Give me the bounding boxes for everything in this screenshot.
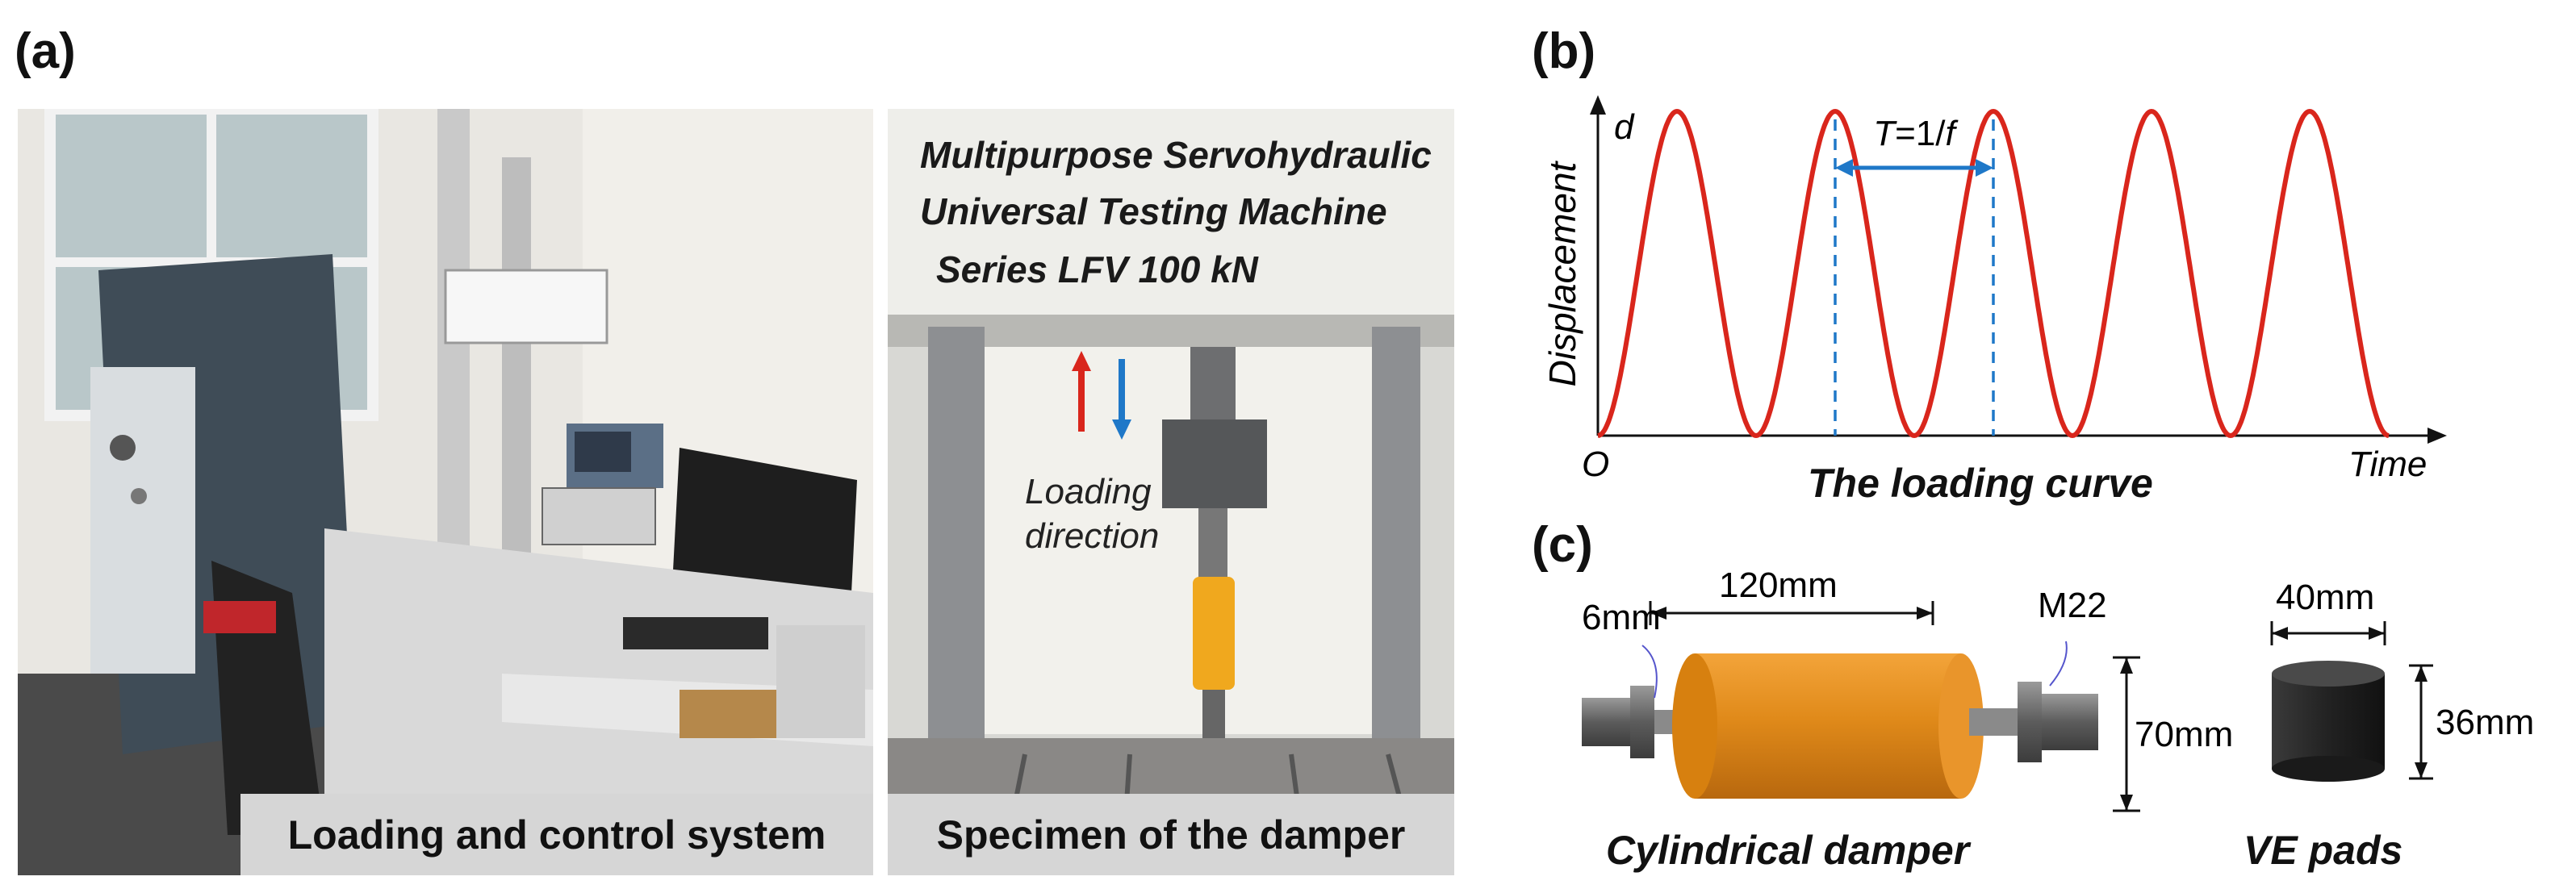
right-bolt-icon bbox=[1969, 682, 2098, 762]
period-annotation: T=1/f bbox=[1873, 114, 1959, 153]
displacement-curve bbox=[1597, 108, 2390, 439]
pad-height-label: 36mm bbox=[2436, 703, 2534, 742]
x-axis-arrowhead bbox=[2428, 428, 2447, 444]
loading-direction-line-1: Loading bbox=[1025, 472, 1152, 511]
y-axis-label: Displacement bbox=[1541, 160, 1583, 386]
bolt-size-label: 6mm bbox=[1582, 598, 1661, 637]
specimen-photo: Multipurpose Servohydraulic Universal Te… bbox=[888, 109, 1454, 875]
loading-curve-caption: The loading curve bbox=[1808, 461, 2153, 506]
damper-schematic: 6mm 120mm M22 70mm 40mm 36mm bbox=[1582, 566, 2534, 812]
y-axis-symbol: d bbox=[1614, 107, 1635, 147]
ve-pad-icon bbox=[2272, 661, 2385, 782]
pad-width-dimension bbox=[2270, 621, 2386, 645]
loading-direction-line-2: direction bbox=[1025, 516, 1160, 556]
damper-caption: Cylindrical damper bbox=[1606, 828, 1970, 873]
load-down-arrow bbox=[1112, 359, 1131, 440]
bolt-pointer-arrow-left bbox=[1641, 645, 1658, 699]
diameter-label: 70mm bbox=[2135, 715, 2233, 754]
pad-height-dimension bbox=[2409, 664, 2433, 780]
diameter-dimension bbox=[2113, 656, 2140, 812]
x-axis-label: Time bbox=[2348, 444, 2427, 484]
machine-label-line-3: Series LFV 100 kN bbox=[936, 248, 1258, 290]
machine-label-line-2: Universal Testing Machine bbox=[920, 190, 1387, 232]
loading-curve-chart: d Displacement O Time T=1/f bbox=[1541, 95, 2447, 484]
machine-label-line-1: Multipurpose Servohydraulic bbox=[920, 134, 1432, 176]
bolt-pointer-arrow-right bbox=[2049, 641, 2068, 687]
length-label: 120mm bbox=[1719, 566, 1838, 605]
panel-label-a: (a) bbox=[15, 23, 76, 79]
lab-setup-caption: Loading and control system bbox=[240, 794, 873, 875]
cylinder-body bbox=[1672, 653, 1984, 799]
specimen-caption: Specimen of the damper bbox=[888, 794, 1454, 875]
y-axis-arrowhead bbox=[1590, 95, 1606, 115]
length-dimension bbox=[1649, 601, 1934, 625]
period-double-arrow bbox=[1835, 159, 1993, 177]
panel-label-c: (c) bbox=[1532, 517, 1593, 573]
panel-label-b: (b) bbox=[1532, 23, 1596, 79]
ve-pads-caption: VE pads bbox=[2244, 828, 2403, 873]
origin-label: O bbox=[1582, 444, 1609, 484]
load-up-arrow bbox=[1072, 351, 1091, 432]
lab-setup-illustration bbox=[18, 109, 873, 875]
thread-label: M22 bbox=[2038, 586, 2107, 625]
lab-setup-photo bbox=[18, 109, 873, 875]
pad-width-label: 40mm bbox=[2276, 578, 2374, 617]
